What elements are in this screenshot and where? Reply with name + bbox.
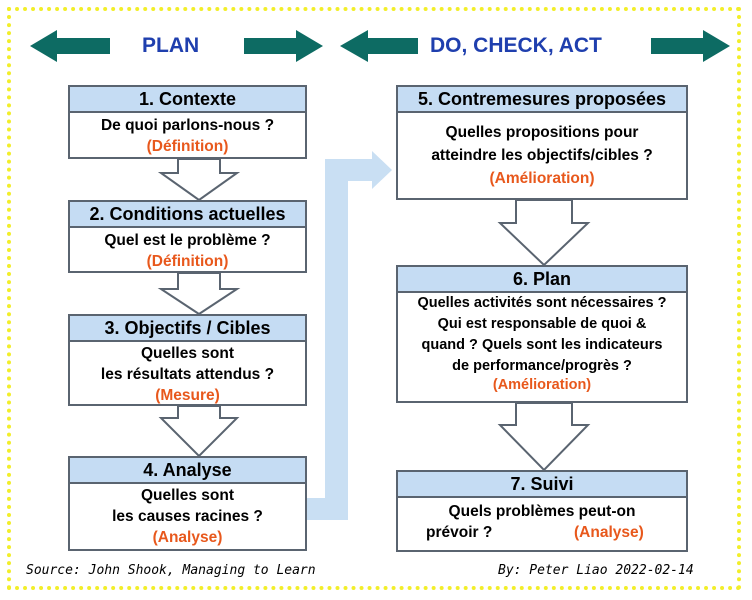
source-credit: Source: John Shook, Managing to Learn — [26, 563, 316, 578]
step-tag: (Définition) — [146, 253, 229, 270]
step-line: Quelles activités sont nécessaires ? — [417, 295, 667, 311]
step-title: 6. Plan — [398, 267, 686, 293]
step-line: Qui est responsable de quoi & — [437, 316, 647, 332]
step-box-contremesures: 5. Contremesures proposées Quelles propo… — [396, 85, 688, 200]
connector-arrow — [307, 151, 392, 520]
step-tag: (Définition) — [146, 138, 229, 155]
down-arrow-3-4 — [158, 405, 240, 458]
step-tag: (Analyse) — [152, 529, 223, 546]
step-title: 5. Contremesures proposées — [398, 87, 686, 113]
step-tag: (Mesure) — [155, 387, 220, 404]
down-arrow-2-3 — [157, 272, 241, 316]
arrow-right-icon — [244, 30, 323, 62]
step-line: les résultats attendus ? — [100, 366, 275, 383]
step-line: de performance/progrès ? — [452, 358, 632, 374]
step-line: Quels problèmes peut-on — [448, 503, 636, 520]
step-title: 1. Contexte — [70, 87, 305, 113]
step-tag: (Analyse) — [574, 524, 644, 541]
step-title: 4. Analyse — [70, 458, 305, 484]
step-box-conditions-actuelles: 2. Conditions actuelles Quel est le prob… — [68, 200, 307, 273]
down-arrow-5-6 — [497, 199, 591, 267]
step-title: 7. Suivi — [398, 472, 686, 498]
step-title: 2. Conditions actuelles — [70, 202, 305, 228]
do-check-act-label: DO, CHECK, ACT — [430, 34, 602, 57]
step-box-plan: 6. Plan Quelles activités sont nécessair… — [396, 265, 688, 403]
step-line: les causes racines ? — [112, 508, 263, 525]
step-box-analyse: 4. Analyse Quelles sont les causes racin… — [68, 456, 307, 551]
step-tag: (Amélioration) — [492, 377, 592, 393]
step-box-contexte: 1. Contexte De quoi parlons-nous ? (Défi… — [68, 85, 307, 159]
step-line: Quelles sont — [140, 487, 235, 504]
step-line: De quoi parlons-nous ? — [100, 117, 275, 134]
step-line: quand ? Quels sont les indicateurs — [421, 337, 663, 353]
step-box-suivi: 7. Suivi Quels problèmes peut-on prévoir… — [396, 470, 688, 552]
plan-label: PLAN — [142, 34, 200, 57]
dotted-frame — [7, 7, 741, 590]
step-line: prévoir ? — [426, 524, 493, 541]
step-box-objectifs-cibles: 3. Objectifs / Cibles Quelles sont les r… — [68, 314, 307, 406]
arrow-left-icon — [340, 30, 418, 62]
down-arrow-1-2 — [157, 158, 241, 202]
down-arrow-6-7 — [497, 402, 591, 472]
step-line: Quelles propositions pour — [445, 124, 639, 141]
step-line: Quel est le problème ? — [104, 232, 271, 249]
arrow-left-icon — [30, 30, 110, 62]
arrow-right-icon — [651, 30, 730, 62]
author-credit: By: Peter Liao 2022-02-14 — [498, 563, 694, 578]
step-title: 3. Objectifs / Cibles — [70, 316, 305, 342]
step-line: atteindre les objectifs/cibles ? — [431, 147, 653, 164]
step-tag: (Amélioration) — [489, 170, 595, 187]
step-line: Quelles sont — [140, 345, 235, 362]
